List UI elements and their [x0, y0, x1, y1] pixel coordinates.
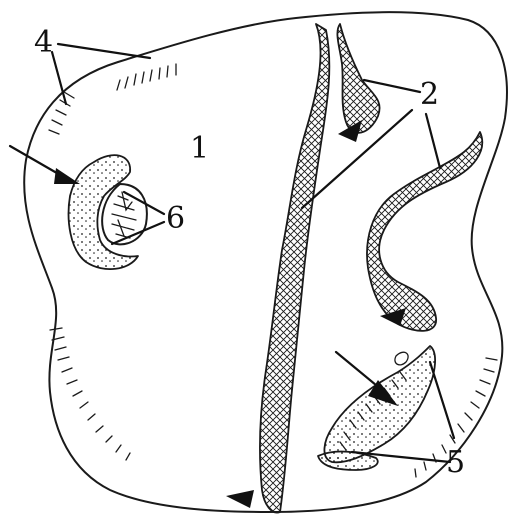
label-callout-5: 5	[446, 445, 465, 480]
small-hatched-lesion	[337, 24, 379, 133]
label-callout-6: 6	[166, 201, 185, 236]
label-region-1: 1	[190, 131, 209, 166]
marginal-hatching-left	[49, 92, 74, 134]
label-callout-4: 4	[34, 25, 53, 60]
left-lesion-inner-hatching	[112, 192, 136, 238]
callout-6-leaders	[112, 192, 164, 244]
label-callout-2: 2	[420, 77, 439, 112]
callout-4-leaders	[52, 44, 150, 104]
arrowhead-icon	[226, 490, 254, 508]
s-shaped-hatched-lesion	[367, 132, 482, 331]
long-hatched-band	[260, 24, 329, 513]
arrow-left-lesion	[10, 146, 80, 184]
marginal-hatching-top	[117, 64, 176, 90]
arrowhead-icon	[54, 168, 80, 184]
